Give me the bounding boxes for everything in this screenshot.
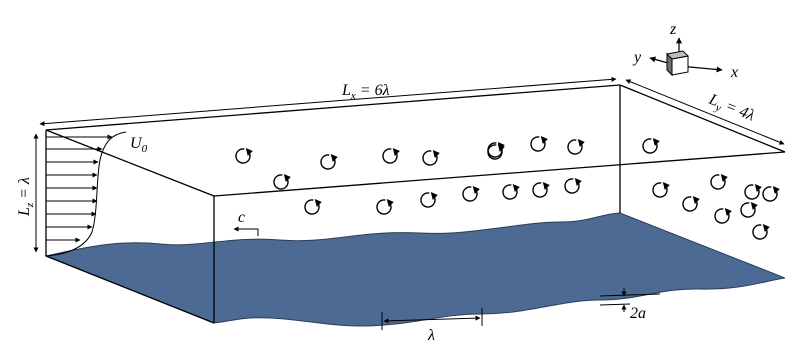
vortex-icon — [752, 224, 770, 240]
wave-speed-arrow — [233, 226, 259, 236]
vortex-icon — [532, 182, 550, 198]
vortex-icon — [714, 208, 732, 224]
lx-label: Lx = 6λ — [341, 82, 390, 102]
wave-speed-label: c — [238, 209, 245, 226]
wavelength-dimension — [381, 308, 483, 330]
vortex-group — [235, 136, 780, 240]
vortex-icon — [744, 184, 762, 200]
vortex-icon — [273, 174, 291, 190]
axis-x-label: x — [730, 64, 738, 81]
vortex-icon — [235, 148, 253, 164]
vortex-icon — [320, 154, 338, 170]
vortex-icon — [652, 182, 670, 198]
vortex-icon — [740, 202, 758, 218]
vortex-icon — [530, 136, 548, 152]
axis-y-label: y — [632, 49, 642, 66]
lz-label: Lz = λ — [16, 177, 36, 217]
vortex-icon — [567, 139, 585, 155]
axis-cube — [665, 50, 690, 77]
lx-dimension — [39, 76, 617, 127]
wavy-wall-surface — [44, 212, 785, 327]
vortex-icon — [420, 192, 438, 208]
vortex-icon — [710, 174, 728, 190]
vortex-icon — [462, 186, 480, 202]
vortex-icon — [382, 148, 400, 164]
vortex-icon — [422, 150, 440, 166]
vortex-icon — [642, 138, 660, 154]
amplitude-marker — [599, 288, 661, 312]
wavelength-label: λ — [427, 327, 435, 344]
vortex-icon — [487, 144, 505, 160]
vortex-icon — [564, 178, 582, 194]
velocity-profile — [45, 131, 127, 257]
axis-z-label: z — [669, 21, 677, 38]
vortex-icon — [682, 196, 700, 212]
u0-label: U0 — [130, 135, 148, 155]
vortex-icon — [304, 199, 322, 215]
vortex-icon — [502, 184, 520, 200]
ly-dimension — [625, 79, 785, 145]
vortex-icon — [762, 186, 780, 202]
amplitude-label: 2a — [630, 305, 646, 322]
vortex-icon — [376, 199, 394, 215]
